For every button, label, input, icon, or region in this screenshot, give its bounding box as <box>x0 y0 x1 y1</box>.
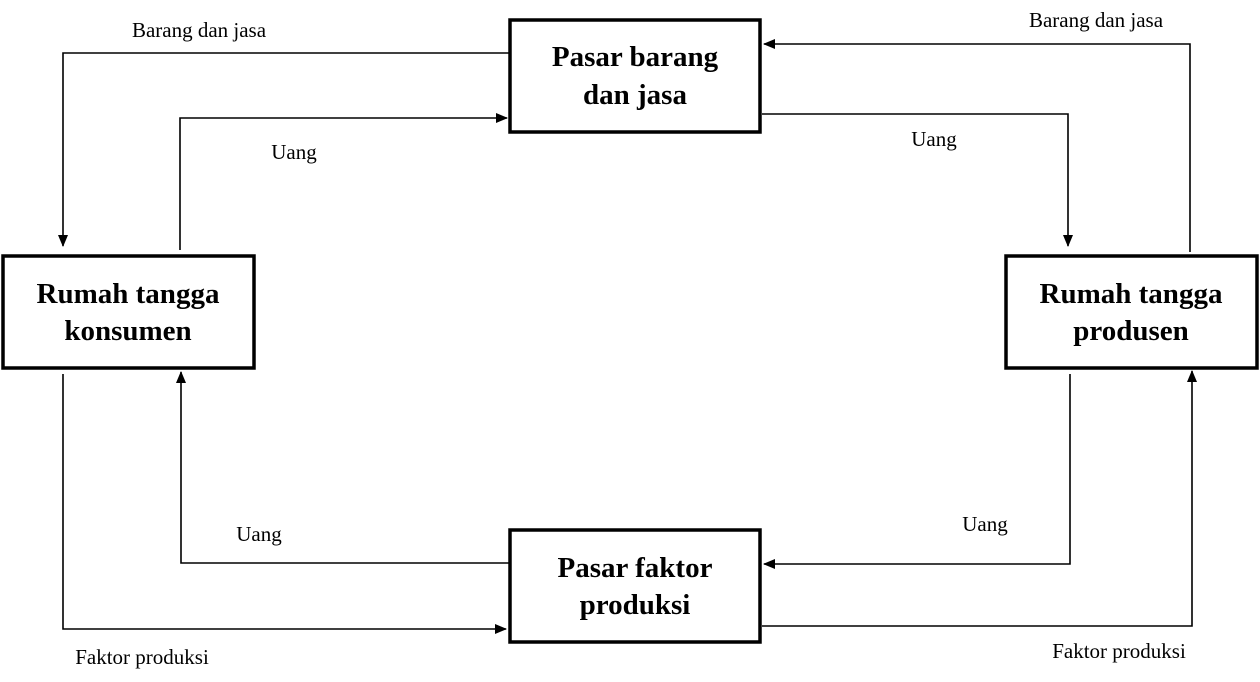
flow-label-producer-goods-to-market: Barang dan jasa <box>1029 8 1164 32</box>
flow-label-producer-money-to-factor-market: Uang <box>962 512 1008 536</box>
node-title-line-2: produksi <box>580 589 691 621</box>
flow-label-consumer-money-to-goods-market: Uang <box>271 140 317 164</box>
node-rumah-tangga-produsen: Rumah tangga produsen <box>1004 254 1259 370</box>
node-title-line-2: dan jasa <box>583 79 687 111</box>
node-pasar-faktor-produksi: Pasar faktor produksi <box>508 528 762 644</box>
flow-label-goods-market-money-to-producer: Uang <box>911 127 957 151</box>
arrow-factor-market-factors-to-producer <box>762 370 1197 627</box>
arrow-goods-to-consumer <box>58 52 509 247</box>
node-title-line-1: Pasar faktor <box>558 552 713 584</box>
node-pasar-barang-dan-jasa: Pasar barang dan jasa <box>508 18 762 134</box>
node-title-line-2: produsen <box>1073 315 1189 347</box>
node-title-line-1: Rumah tangga <box>1040 278 1223 310</box>
node-title-line-2: konsumen <box>64 315 191 347</box>
node-title-line-1: Pasar barang <box>552 41 719 73</box>
arrow-consumer-factors-to-market <box>62 374 507 634</box>
flow-label-factor-market-factors-to-producer: Faktor produksi <box>1052 639 1186 663</box>
flow-label-consumer-factors-to-market: Faktor produksi <box>75 645 209 669</box>
arrow-producer-goods-to-market <box>763 39 1191 252</box>
arrow-consumer-money-to-goods-market <box>179 113 508 250</box>
node-rumah-tangga-konsumen: Rumah tangga konsumen <box>1 254 256 370</box>
arrow-producer-money-to-factor-market <box>763 374 1071 569</box>
flow-label-factor-market-money-to-consumer: Uang <box>236 522 282 546</box>
node-title-line-1: Rumah tangga <box>37 278 220 310</box>
arrow-goods-market-money-to-producer <box>762 113 1073 247</box>
flow-label-goods-to-consumer: Barang dan jasa <box>132 18 267 42</box>
arrow-factor-market-money-to-consumer <box>176 371 509 564</box>
